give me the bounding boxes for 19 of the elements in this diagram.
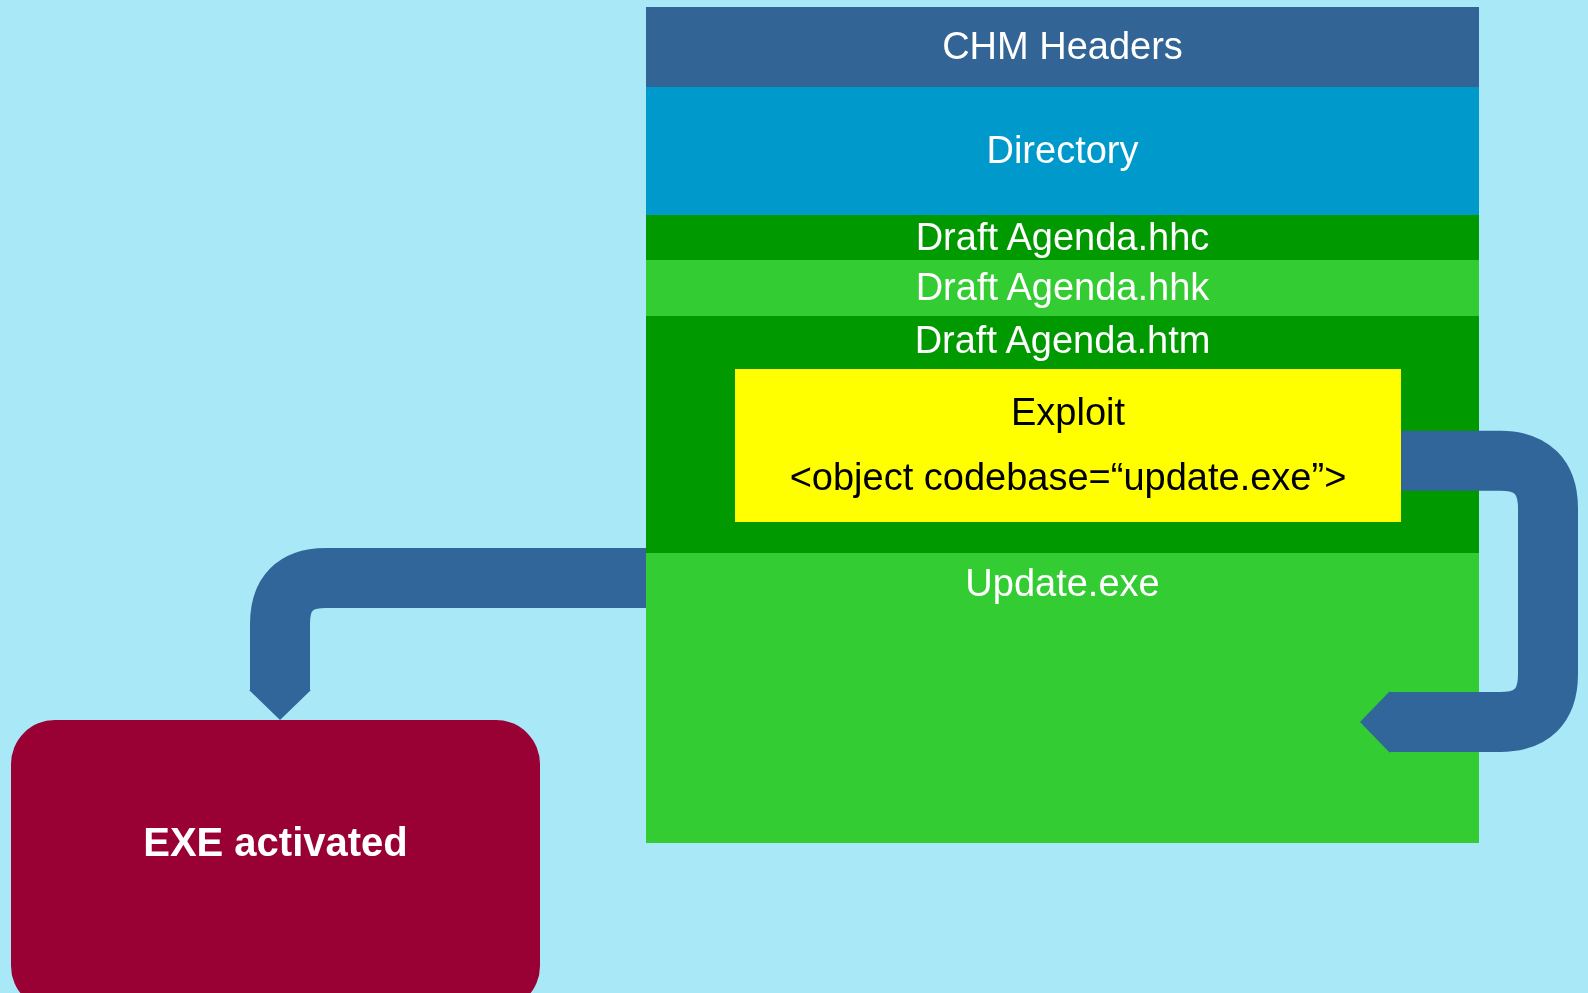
section-label: EXE activated [143,820,408,864]
file-band [646,260,1479,316]
exploit-title: Exploit [1010,392,1126,434]
file-band [646,215,1479,260]
file-band [646,553,1479,843]
header-band [646,7,1479,87]
section-label: Draft Agenda.htm [914,320,1211,362]
result-box [11,720,540,993]
section-label: Update.exe [965,563,1160,605]
arrow [1360,430,1578,753]
exploit-box [735,369,1401,522]
directory-band [646,87,1479,215]
file-band [646,316,1479,553]
arrow [249,548,646,720]
section-label: CHM Headers [942,26,1183,68]
section-label: Directory [986,130,1139,172]
section-label: Draft Agenda.hhc [915,216,1210,259]
code-snippet: <object codebase=“update.exe”> [789,457,1347,499]
section-label: Draft Agenda.hhk [915,267,1210,309]
